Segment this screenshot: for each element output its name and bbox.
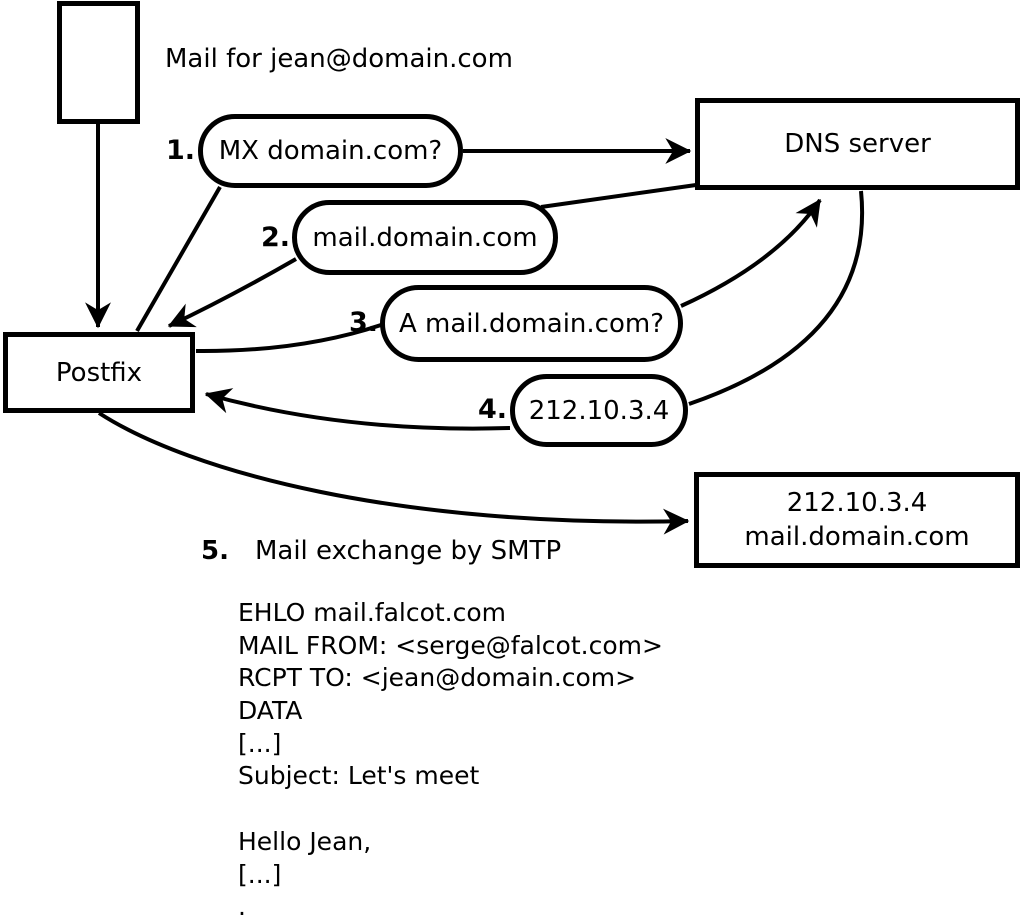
arrow-postfix-to-mailserver (97, 411, 690, 535)
smtp-line: EHLO mail.falcot.com (238, 598, 507, 627)
pill-mx-response: mail.domain.com (292, 200, 558, 275)
diagram-title: Mail for jean@domain.com (165, 44, 513, 74)
smtp-line: [...] (238, 859, 282, 889)
smtp-line: MAIL FROM: <serge@falcot.com> (238, 630, 663, 660)
pill-mx-query-label: MX domain.com? (218, 136, 443, 166)
step-number-5: 5. (201, 536, 229, 566)
pill-a-response-label: 212.10.3.4 (528, 395, 670, 426)
arrow-pill4-to-postfix (204, 388, 511, 431)
mail-server-hostname: mail.domain.com (744, 522, 970, 552)
dns-server-label: DNS server (784, 129, 931, 159)
step-number-4: 4. (477, 394, 507, 425)
line-postfix-to-pill3 (195, 323, 382, 354)
arrow-pill3-to-dns (680, 198, 822, 308)
pill-a-response: 212.10.3.4 (510, 374, 688, 447)
envelope-box (57, 1, 140, 124)
smtp-transcript: EHLO mail.falcot.com MAIL FROM: <serge@f… (238, 597, 663, 919)
line-dns-to-pill4 (688, 190, 865, 406)
pill-mx-query: MX domain.com? (198, 114, 463, 188)
pill-a-query-label: A mail.domain.com? (399, 308, 664, 339)
dns-server-box: DNS server (695, 98, 1020, 190)
smtp-line: Subject: Let's meet (238, 761, 480, 791)
arrow-pill2-to-postfix (167, 257, 297, 328)
line-dns-to-pill2 (540, 183, 697, 209)
postfix-label: Postfix (55, 357, 143, 388)
postfix-box: Postfix (3, 332, 195, 413)
step-5-label: 5. Mail exchange by SMTP (201, 536, 561, 566)
smtp-line: [...] (238, 728, 282, 758)
step-number-2: 2. (260, 222, 290, 253)
pill-mx-response-label: mail.domain.com (312, 222, 538, 253)
step-5-text: Mail exchange by SMTP (254, 536, 562, 566)
smtp-line (238, 793, 663, 826)
smtp-line: RCPT TO: <jean@domain.com> (238, 663, 637, 693)
step-number-1: 1. (165, 135, 195, 166)
mail-server-box: 212.10.3.4 mail.domain.com (694, 472, 1020, 568)
smtp-line: DATA (238, 696, 303, 726)
line-postfix-to-pill1 (135, 186, 222, 332)
step-number-3: 3. (348, 307, 378, 338)
smtp-line: Hello Jean, (238, 826, 372, 856)
mail-server-ip: 212.10.3.4 (786, 488, 928, 518)
pill-a-query: A mail.domain.com? (380, 285, 683, 362)
smtp-line: . (238, 892, 246, 919)
